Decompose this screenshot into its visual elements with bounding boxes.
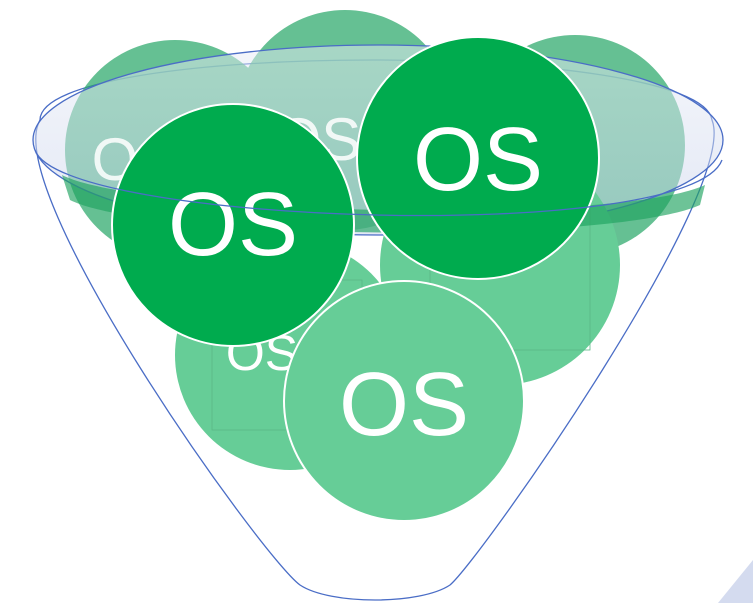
os-label-front-right: OS (413, 110, 543, 210)
os-label-front-bottom: OS (339, 355, 469, 455)
os-circle-front-bottom (283, 280, 525, 522)
os-circle-front-left (111, 103, 355, 347)
corner-accent-shape (718, 560, 753, 603)
front-circles: OS OS OS (111, 36, 600, 522)
os-label-front-left: OS (168, 175, 298, 275)
os-circle-front-right (356, 36, 600, 280)
funnel-rim-front-edge (34, 149, 723, 217)
